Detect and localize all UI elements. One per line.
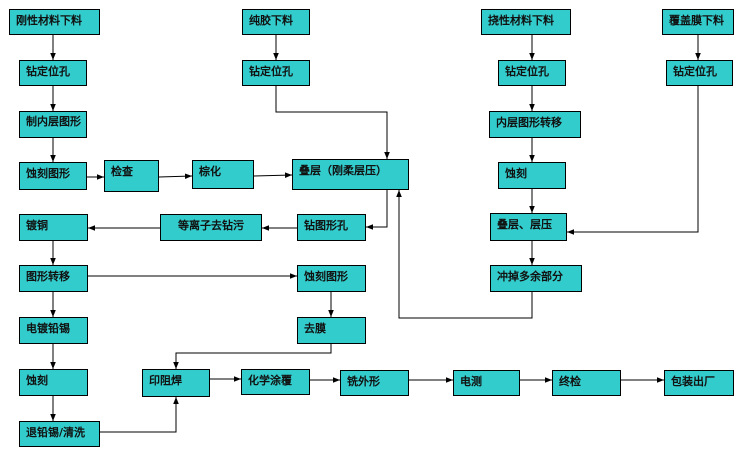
node-plasma-desmear: 等离子去钻污 bbox=[160, 214, 262, 241]
node-package-ship: 包装出厂 bbox=[664, 370, 734, 396]
node-copper-plating: 镀铜 bbox=[19, 214, 88, 241]
node-flex-drill-locating: 钻定位孔 bbox=[498, 60, 566, 86]
node-rigid-drill-locating: 钻定位孔 bbox=[19, 60, 87, 86]
node-drill-pattern-holes: 钻图形孔 bbox=[297, 214, 366, 241]
arrow-punch-to-laminate bbox=[396, 190, 533, 319]
node-brown-oxide: 棕化 bbox=[192, 160, 254, 189]
node-electrical-test: 电测 bbox=[453, 370, 520, 396]
node-tin-lead-plating: 电镀铅锡 bbox=[19, 317, 88, 344]
node-chemical-coating: 化学涂覆 bbox=[241, 369, 310, 395]
node-rigid-material-cut: 刚性材料下料 bbox=[9, 9, 100, 35]
arrow-brown-to-laminate bbox=[253, 172, 293, 178]
node-etch-pattern: 蚀刻图形 bbox=[19, 162, 87, 190]
node-inspect: 检查 bbox=[104, 160, 159, 192]
node-mill-outline: 铣外形 bbox=[340, 370, 409, 396]
node-adhesive-cut: 纯胶下料 bbox=[242, 9, 310, 35]
node-flex-material-cut: 挠性材料下料 bbox=[481, 9, 571, 35]
arrow-cover-drill-to-flex-laminate bbox=[567, 86, 699, 235]
node-etch-2: 蚀刻 bbox=[19, 369, 88, 396]
node-rigid-flex-lamination: 叠层（刚柔层压） bbox=[292, 159, 409, 190]
arrow-inspect-to-brown bbox=[158, 173, 193, 180]
arrow-strip-to-solder bbox=[173, 344, 332, 369]
node-pattern-transfer: 图形转移 bbox=[19, 265, 88, 292]
arrow-remove-tin-to-solder bbox=[100, 397, 179, 433]
node-inner-layer-pattern: 制内层图形 bbox=[19, 111, 87, 138]
node-flex-lamination: 叠层、层压 bbox=[490, 213, 567, 241]
node-coverlay-drill-locating: 钻定位孔 bbox=[666, 60, 733, 86]
node-strip-film: 去膜 bbox=[297, 317, 366, 344]
arrow-laminate-to-drill-holes bbox=[366, 190, 388, 230]
node-punch-excess: 冲掉多余部分 bbox=[490, 265, 582, 292]
node-etch-pattern-2: 蚀刻图形 bbox=[297, 265, 366, 292]
node-flex-etch: 蚀刻 bbox=[498, 162, 566, 189]
node-remove-tin-clean: 退铅锡/清洗 bbox=[19, 421, 100, 447]
node-adhesive-drill-locating: 钻定位孔 bbox=[242, 60, 310, 86]
node-coverlay-cut: 覆盖膜下料 bbox=[662, 9, 734, 35]
node-flex-inner-transfer: 内层图形转移 bbox=[489, 111, 581, 138]
node-final-inspection: 终检 bbox=[552, 370, 621, 396]
arrow-glue-drill-to-laminate bbox=[275, 86, 390, 159]
node-solder-mask: 印阻焊 bbox=[142, 369, 210, 397]
